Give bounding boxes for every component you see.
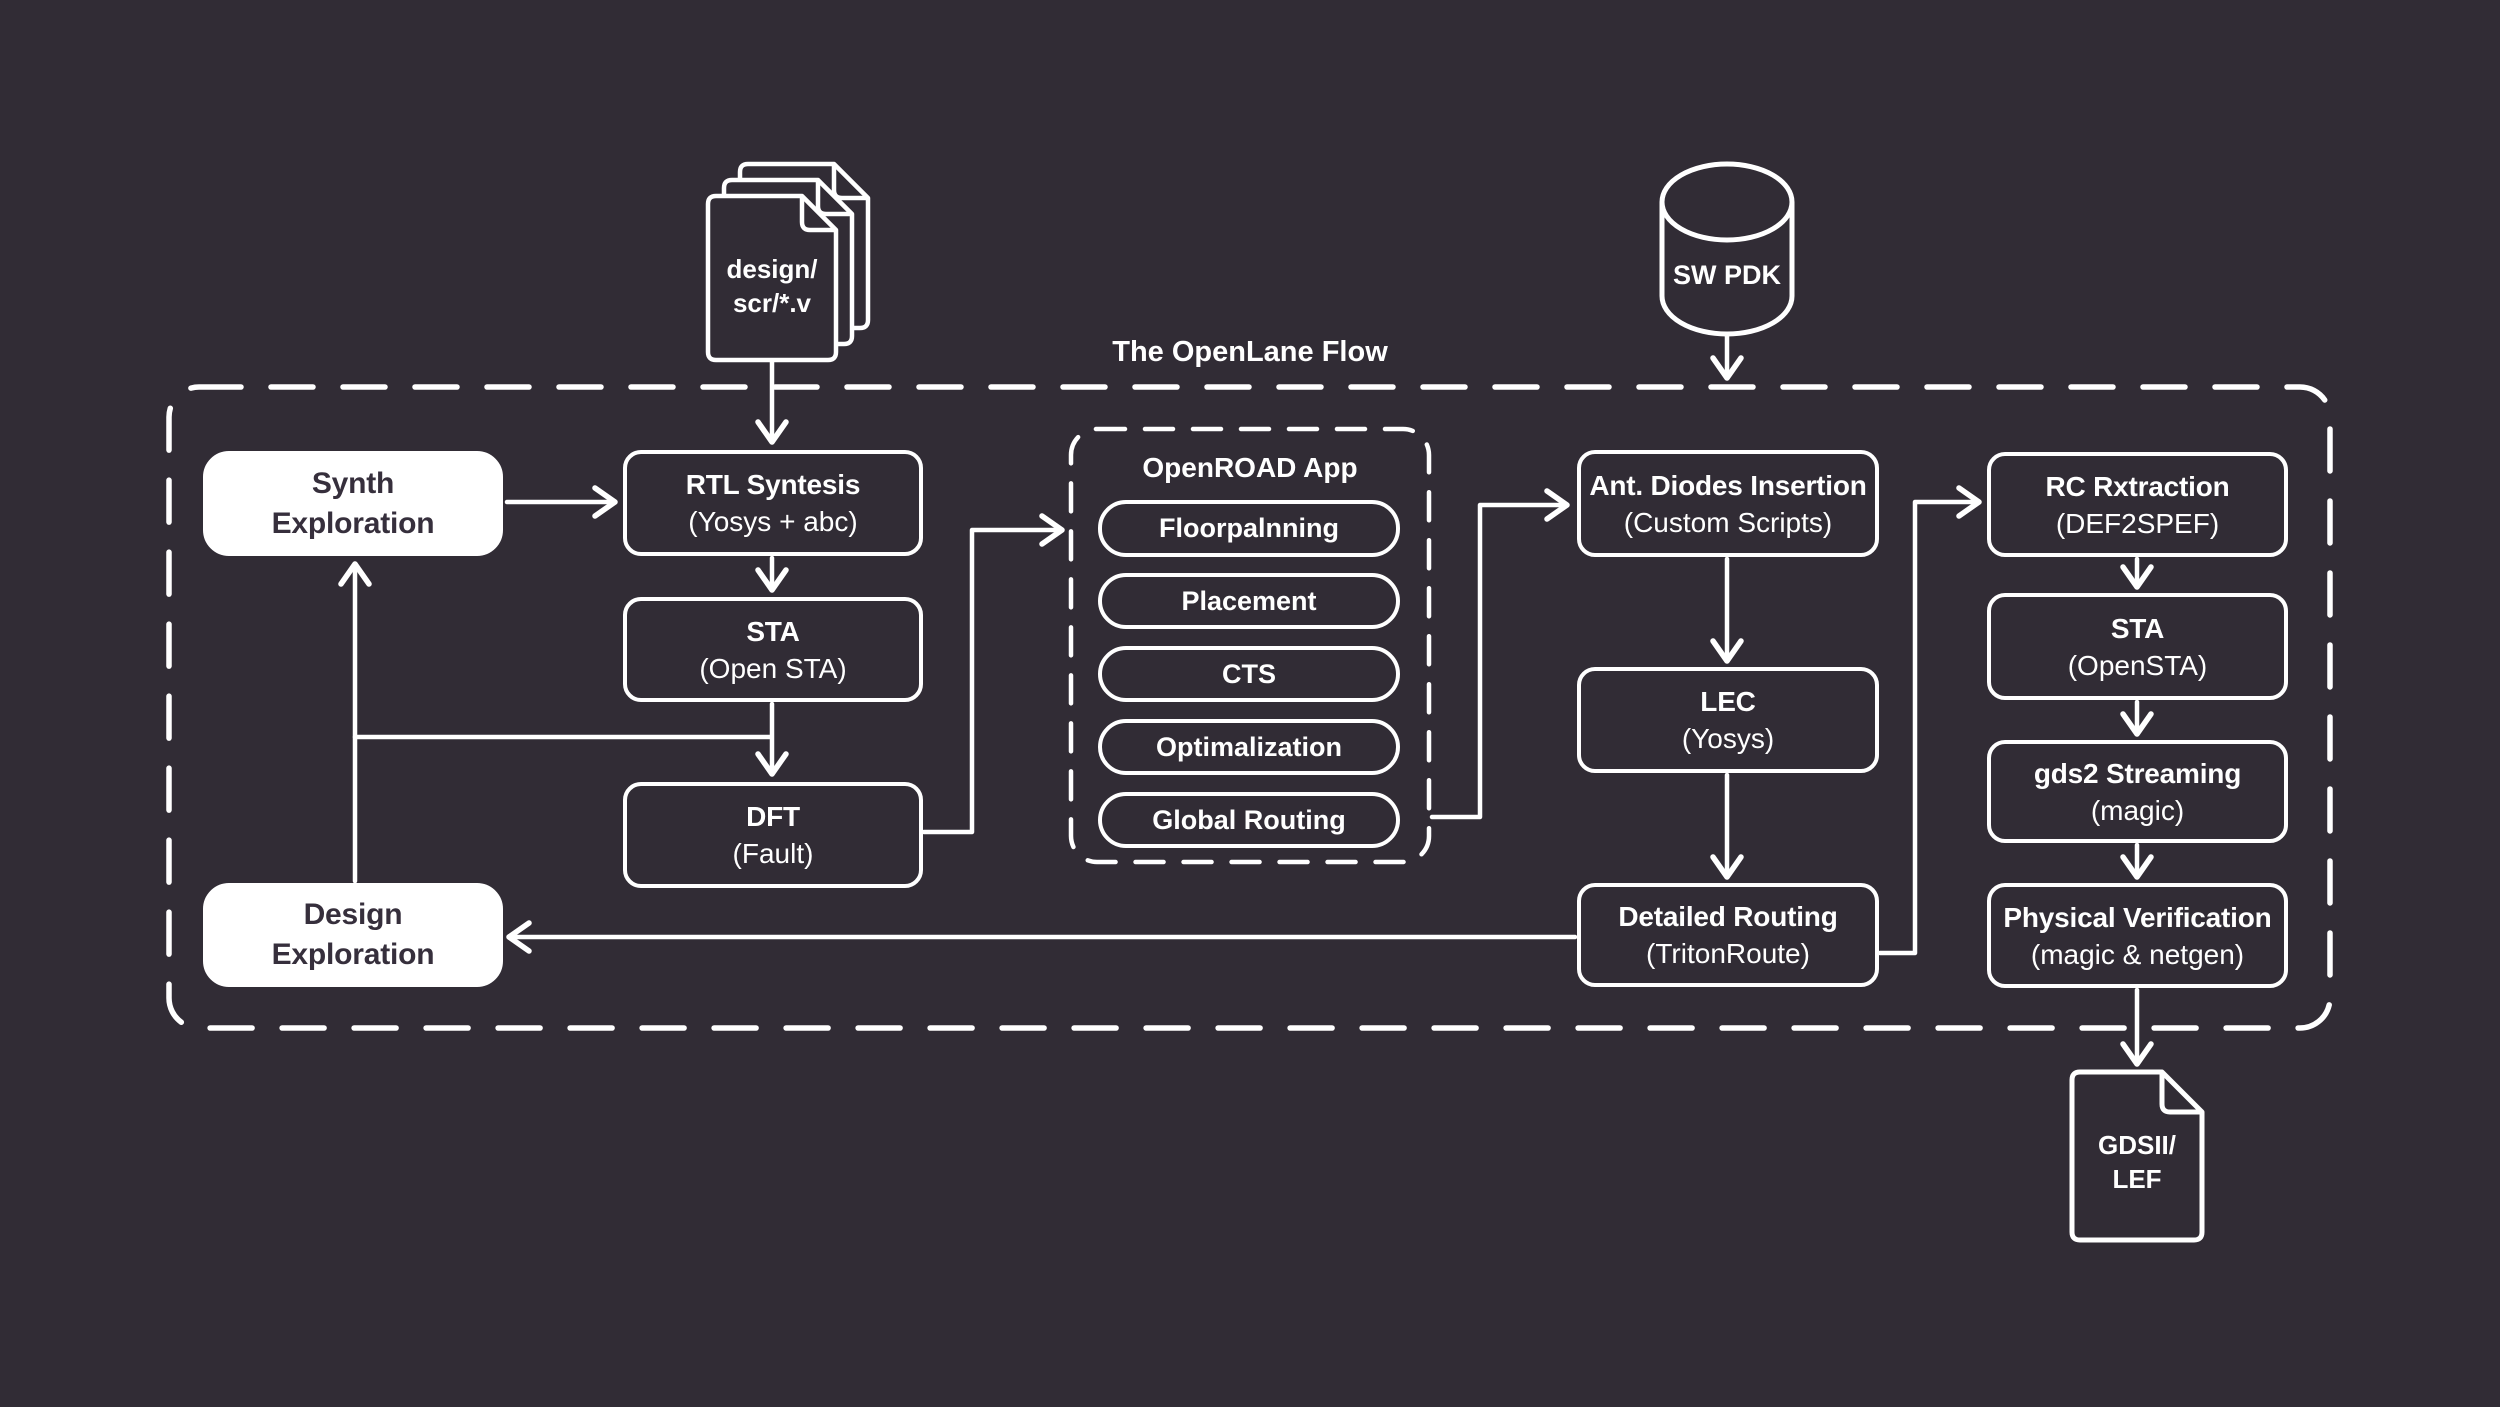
openroad-panel-title: OpenROAD App: [1142, 452, 1358, 483]
pill-floorplanning: Floorpalnning: [1098, 500, 1400, 557]
node-physical-verification: Physical Verification (magic & netgen): [1987, 883, 2288, 988]
edge-detailedrouting-to-rc: [1877, 485, 1982, 956]
node-gds2-streaming: gds2 Streaming (magic): [1987, 740, 2288, 843]
edge-dft-to-openroad: [921, 513, 1065, 835]
outer-dashed-border: [166, 384, 2333, 1031]
flow-title: The OpenLane Flow: [1112, 336, 1388, 368]
gdsii-label: GDSII/ LEF: [2072, 1128, 2202, 1196]
node-detailed-routing: Detailed Routing (TritonRoute): [1577, 883, 1879, 987]
design-files-label-line2: scr/*.v: [732, 288, 812, 318]
sw-pdk-label: SW PDK: [1673, 260, 1781, 290]
gdsii-label-line1: GDSII/: [2097, 1130, 2176, 1160]
node-rtl-synthesis: RTL Syntesis (Yosys + abc): [623, 450, 923, 556]
node-sta-open-sta: STA (Open STA): [623, 597, 923, 702]
edge-openroad-to-antdiodes: [1429, 488, 1570, 820]
node-synth-exploration: Synth Exploration: [203, 451, 503, 556]
pill-optimization: Optimalization: [1098, 719, 1400, 775]
node-rc-extraction: RC Rxtraction (DEF2SPEF): [1987, 452, 2288, 557]
node-ant-diodes-insertion: Ant. Diodes Insertion (Custom Scripts): [1577, 450, 1879, 557]
node-dft: DFT (Fault): [623, 782, 923, 888]
pill-global-routing: Global Routing: [1098, 792, 1400, 848]
gdsii-label-line2: LEF: [2112, 1164, 2162, 1194]
node-design-exploration: Design Exploration: [203, 883, 503, 987]
pill-placement: Placement: [1098, 573, 1400, 629]
design-files-label: design/ scr/*.v: [700, 252, 844, 320]
design-files-label-line1: design/: [726, 254, 818, 284]
gdsii-document-icon: [2069, 1069, 2205, 1243]
sw-pdk-database-icon: [1659, 161, 1795, 337]
openroad-panel-border: [1068, 426, 1432, 865]
node-lec: LEC (Yosys): [1577, 667, 1879, 773]
design-files-stack-icon: [705, 161, 871, 363]
node-sta-opensta: STA (OpenSTA): [1987, 593, 2288, 700]
pill-cts: CTS: [1098, 646, 1400, 702]
